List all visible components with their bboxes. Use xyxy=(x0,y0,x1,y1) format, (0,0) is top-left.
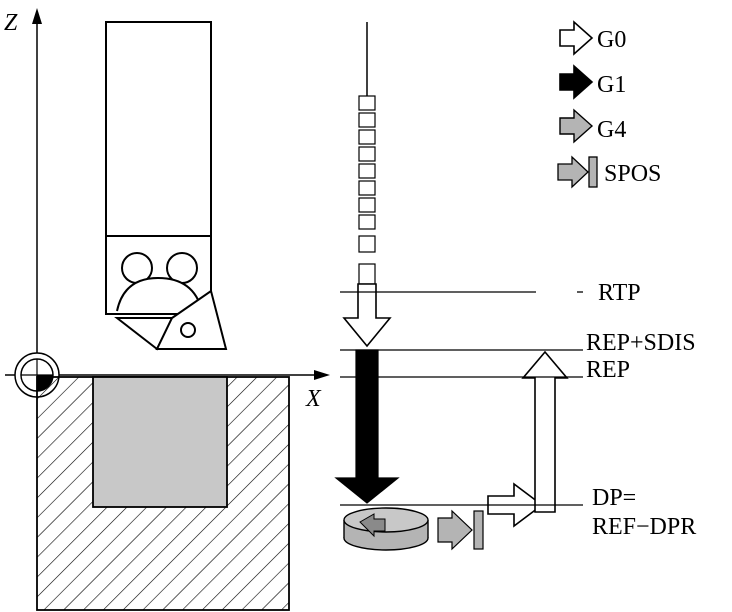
z-axis xyxy=(32,8,42,375)
g1-feed-arrow xyxy=(334,349,400,504)
legend-label-spos: SPOS xyxy=(604,161,661,187)
legend-item-g4: G4 xyxy=(559,108,626,144)
level-lines xyxy=(340,291,583,506)
x-axis-label: X xyxy=(305,386,322,412)
legend-label-g0: G0 xyxy=(597,27,626,53)
dp-formula-label: REF−DPR xyxy=(592,514,696,540)
g0-retract-up-arrow xyxy=(521,350,569,513)
legend-label-g1: G1 xyxy=(597,72,626,98)
legend-item-g1: G1 xyxy=(559,64,626,100)
z-axis-label: Z xyxy=(4,10,18,36)
legend: G0 G1 G4 SPOS xyxy=(557,20,661,189)
gray-arrow-icon xyxy=(559,108,594,144)
tool-holder xyxy=(105,21,228,351)
solid-black-arrow-icon xyxy=(559,64,594,100)
rep-label: REP xyxy=(586,357,630,383)
legend-item-spos: SPOS xyxy=(557,155,661,189)
g0-approach-arrow xyxy=(342,283,392,348)
spos-icon xyxy=(437,509,484,551)
hollow-arrow-icon xyxy=(559,20,594,56)
legend-item-g0: G0 xyxy=(559,20,626,56)
g4-dwell-icon xyxy=(343,507,429,551)
workpiece xyxy=(36,376,290,611)
rapid-approach-chain xyxy=(358,95,376,285)
rep-sdis-label: REP+SDIS xyxy=(586,330,696,356)
spindle-position-icon xyxy=(557,155,589,189)
feed-path xyxy=(334,22,569,551)
rtp-label: RTP xyxy=(598,280,641,306)
legend-label-g4: G4 xyxy=(597,117,626,143)
dp-label: DP= xyxy=(592,485,636,511)
